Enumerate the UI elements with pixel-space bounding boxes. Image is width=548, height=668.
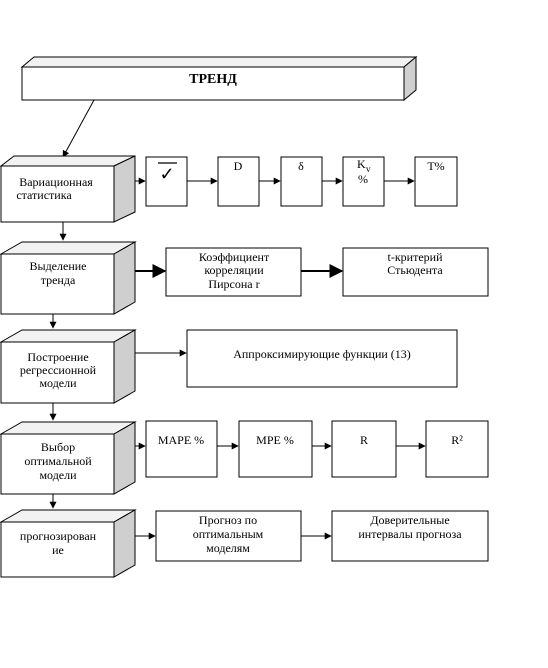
stage-variation-line1: Вариационная [19,175,93,189]
box-mape-label: MAPE % [158,433,204,447]
box-d-label: D [234,159,243,173]
stage-optimal-line3: модели [39,468,77,482]
stage-trend-line1: Выделение [30,259,87,273]
box-r: R [331,420,397,478]
stage-optimal-line1: Выбор [41,440,75,454]
box-forecast-optimal-line2: оптимальным [193,527,264,541]
x-check-icon: ✓ [159,164,174,184]
title-text: ТРЕНД [189,72,237,87]
title-box: ТРЕНД [20,55,418,102]
box-student: t-критерий Стьюдента [342,247,489,297]
box-delta: δ [280,156,323,207]
box-r2: R² [425,420,489,478]
box-pearson-line2: корреляции [204,263,264,277]
stage-regression-line2: регрессионной [20,363,97,377]
stage-optimal-line2: оптимальной [24,454,92,468]
box-pearson-line1: Коэффициент [199,250,270,264]
box-pearson: Коэффициент корреляции Пирсона r [165,247,302,297]
box-kv-percent: % [358,172,368,186]
stage-optimal: Выбор оптимальной модели [0,421,137,495]
box-forecast-optimal: Прогноз по оптимальным моделям [155,510,302,562]
box-forecast-optimal-line3: моделям [206,541,250,555]
stage-forecast: прогнозирован ие [0,509,137,578]
box-mpe: MPE % [238,420,313,478]
box-student-line1: t-критерий [388,250,444,264]
stage-trend: Выделение тренда [0,241,137,315]
box-forecast-optimal-line1: Прогноз по [199,513,257,527]
arrow-title-to-stage [62,99,95,158]
box-confidence-line1: Доверительные [370,513,449,527]
box-pearson-line3: Пирсона r [208,277,259,291]
stage-regression-line1: Построение [27,350,88,364]
box-d: D [217,156,260,207]
stage-forecast-line2: ие [52,543,64,557]
box-approx: Аппроксимирующие функции (13) [186,329,458,388]
stage-variation-line2: статистика [16,188,72,202]
stage-trend-line2: тренда [41,273,76,287]
stage-variation: Вариационная статистика [0,155,136,223]
box-t-label: T% [427,159,444,173]
box-approx-line1: Аппроксимирующие функции (13) [233,347,411,361]
box-delta-label: δ [298,159,304,173]
box-confidence: Доверительные интервалы прогноза [331,510,489,562]
stage-forecast-line1: прогнозирован [20,529,97,543]
box-mean: ✓ [145,156,188,207]
box-mpe-label: MPE % [256,433,294,447]
stage-regression: Построение регрессионной модели [0,329,137,404]
box-mape: MAPE % [145,420,218,478]
box-kv-sub: v [366,164,371,174]
box-kv-label: K [357,157,366,171]
box-kv: K v % [342,156,385,207]
stage-regression-line3: модели [39,376,77,390]
box-r2-label: R² [451,433,463,447]
box-confidence-line2: интервалы прогноза [358,527,462,541]
box-student-line2: Стьюдента [387,263,443,277]
box-t: T% [414,156,458,207]
box-r-label: R [360,433,368,447]
